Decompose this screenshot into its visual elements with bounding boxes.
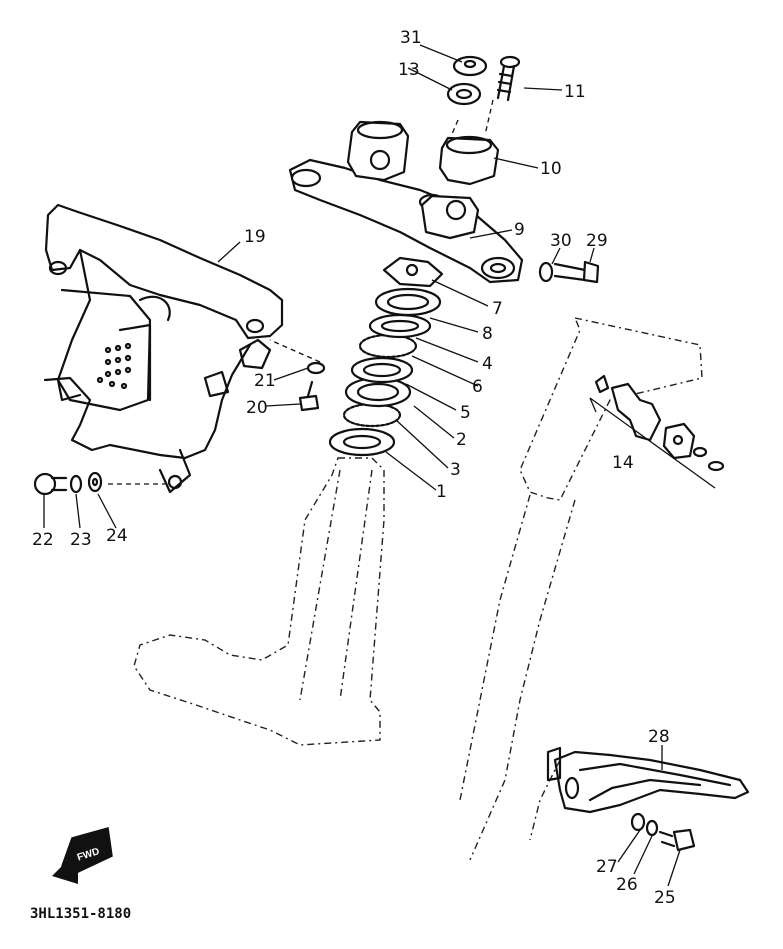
callout-13: 13 — [398, 60, 420, 80]
callout-23: 23 — [70, 530, 92, 550]
spring-washer — [306, 361, 326, 375]
callout-28: 28 — [648, 727, 670, 747]
callout-8: 8 — [482, 324, 493, 344]
bearing-cover — [374, 287, 442, 317]
callout-14: 14 — [612, 453, 634, 473]
upper-bracket — [288, 158, 524, 284]
seal-cover — [368, 313, 432, 339]
front-direction-marker: FWD — [52, 827, 113, 884]
leader-lines — [43, 44, 716, 887]
steering-stem-outline — [133, 457, 385, 746]
steering-bearing-stack — [328, 256, 444, 457]
stem-nut — [452, 55, 488, 77]
callout-2: 2 — [456, 430, 467, 450]
callout-5: 5 — [460, 403, 471, 423]
callout-25: 25 — [654, 888, 676, 908]
washer — [446, 82, 482, 106]
bracket-washer — [630, 812, 646, 832]
callout-4: 4 — [482, 354, 493, 374]
holder-bolt — [496, 55, 521, 102]
callout-11: 11 — [564, 82, 586, 102]
pinch-bolt — [553, 260, 600, 284]
callout-1: 1 — [436, 482, 447, 502]
callout-24: 24 — [106, 526, 128, 546]
callout-19: 19 — [244, 227, 266, 247]
ring-nut — [382, 256, 444, 288]
mount-washer — [87, 471, 103, 493]
bracket-bolt-holes — [96, 342, 132, 390]
callout-20: 20 — [246, 398, 268, 418]
fork-tube-outline — [459, 317, 703, 861]
callout-30: 30 — [550, 231, 572, 251]
callout-9: 9 — [514, 220, 525, 240]
callout-22: 22 — [32, 530, 54, 550]
callout-6: 6 — [472, 377, 483, 397]
headlight-bracket — [43, 203, 284, 494]
handle-holder-right — [420, 135, 500, 240]
mount-bolt — [33, 472, 68, 496]
callout-numbers: 31 13 11 10 9 30 29 19 7 8 4 6 5 2 3 1 1… — [32, 28, 676, 908]
callout-7: 7 — [492, 299, 503, 319]
bracket-spring-washer — [645, 819, 659, 837]
handle-holder-left — [346, 120, 410, 182]
upper-bearing-race — [350, 356, 414, 384]
lower-ball-race — [342, 402, 402, 428]
bracket-mount-bolt — [658, 828, 696, 852]
reflector-bracket — [546, 746, 750, 814]
callout-10: 10 — [540, 159, 562, 179]
callout-26: 26 — [616, 875, 638, 895]
callout-31: 31 — [400, 28, 422, 48]
callout-21: 21 — [254, 371, 276, 391]
callout-3: 3 — [450, 460, 461, 480]
drawing-code: 3HL1351-8180 — [30, 906, 131, 922]
bracket-bolt — [298, 380, 320, 412]
mount-spring-washer — [69, 474, 83, 494]
cable-guide-assy — [594, 374, 725, 472]
upper-ball-race — [358, 333, 418, 359]
callout-27: 27 — [596, 857, 618, 877]
lower-bearing-race — [328, 427, 396, 457]
callout-29: 29 — [586, 231, 608, 251]
pinch-washer — [538, 261, 554, 283]
